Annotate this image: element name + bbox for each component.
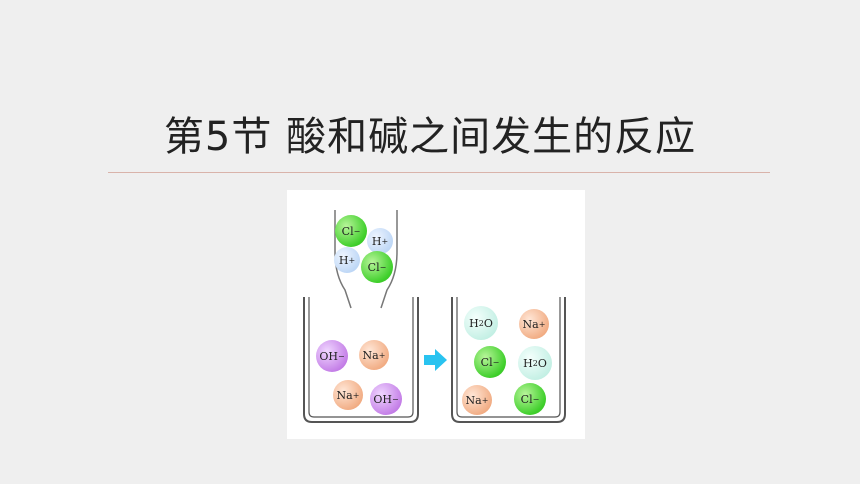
ion-h-plus: H+ <box>367 228 393 254</box>
ion-na-plus: Na+ <box>359 340 389 370</box>
ion-na-plus: Na+ <box>462 385 492 415</box>
ion-cl-minus: Cl− <box>474 346 506 378</box>
dropper-left-wall <box>334 210 352 309</box>
diagram-lines <box>303 210 566 423</box>
ion-oh-minus: OH− <box>316 340 348 372</box>
slide-title: 第5节 酸和碱之间发生的反应 <box>163 114 697 160</box>
ion-na-plus: Na+ <box>333 380 363 410</box>
ion-cl-minus: Cl− <box>335 215 367 247</box>
reaction-arrow <box>424 349 447 371</box>
ion-oh-minus: OH− <box>370 383 402 415</box>
ion-na-plus: Na+ <box>519 309 549 339</box>
ion-cl-minus: Cl− <box>361 251 393 283</box>
left-beaker-inner <box>308 297 414 418</box>
left-beaker-outer <box>303 297 419 423</box>
right-beaker-inner <box>456 297 561 418</box>
dropper-right-wall <box>380 210 398 309</box>
title-divider <box>108 172 770 173</box>
ion-h-plus: H+ <box>334 247 360 273</box>
right-beaker-outer <box>451 297 566 423</box>
ion-cl-minus: Cl− <box>514 383 546 415</box>
